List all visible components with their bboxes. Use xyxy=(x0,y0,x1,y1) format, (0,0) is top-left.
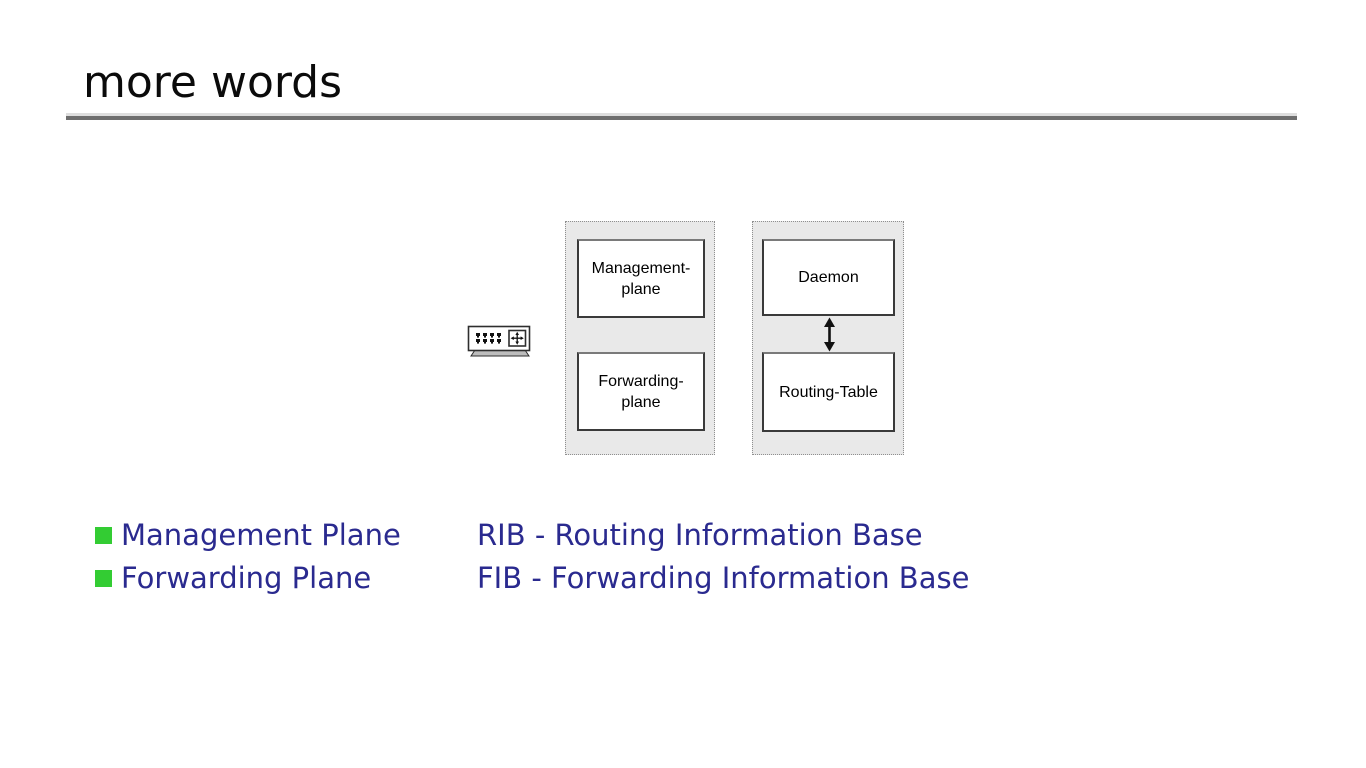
management-plane-label-line1: Management- xyxy=(591,259,691,277)
planes-panel: Management- plane Forwarding- plane xyxy=(565,221,715,455)
management-plane-label-line2: plane xyxy=(621,280,661,298)
daemon-label: Daemon xyxy=(798,269,859,286)
routing-table-box: Routing-Table xyxy=(762,352,895,432)
slide-title: more words xyxy=(83,57,343,108)
double-arrow-icon xyxy=(824,317,835,352)
legend-term-forwarding: Forwarding Plane xyxy=(121,561,372,595)
legend-definition-fib: FIB - Forwarding Information Base xyxy=(477,561,970,595)
title-underline-highlight xyxy=(66,113,1297,116)
forwarding-plane-box: Forwarding- plane xyxy=(577,352,705,431)
daemon-panel: Daemon Routing-Table xyxy=(752,221,904,455)
legend-row-management: Management Plane RIB - Routing Informati… xyxy=(95,514,1195,557)
bullet-square-icon xyxy=(95,527,112,544)
router-ports xyxy=(476,333,501,344)
daemon-box: Daemon xyxy=(762,239,895,316)
routing-table-label: Routing-Table xyxy=(779,383,878,401)
legend-term-management: Management Plane xyxy=(121,518,401,552)
legend: Management Plane RIB - Routing Informati… xyxy=(95,514,1195,600)
forwarding-plane-label-line1: Forwarding- xyxy=(598,372,684,390)
forwarding-plane-label-line2: plane xyxy=(621,393,661,411)
legend-definition-rib: RIB - Routing Information Base xyxy=(477,518,923,552)
title-underline-shadow xyxy=(66,116,1297,120)
router-switch-icon xyxy=(467,325,531,357)
management-plane-box: Management- plane xyxy=(577,239,705,318)
bullet-square-icon xyxy=(95,570,112,587)
routing-emblem-icon xyxy=(508,329,527,347)
legend-row-forwarding: Forwarding Plane FIB - Forwarding Inform… xyxy=(95,557,1195,600)
title-underline xyxy=(66,113,1297,121)
